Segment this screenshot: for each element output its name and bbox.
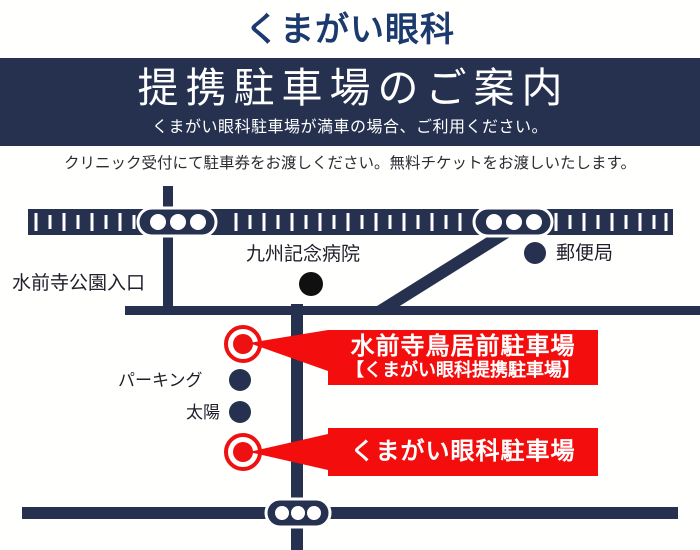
- callout-title-2: くまがい眼科駐車場: [350, 437, 576, 465]
- label-parking-taiyo-line1: パーキング: [118, 371, 203, 391]
- parking-target-marker-1: [224, 325, 262, 363]
- banner-subtitle: くまがい眼科駐車場が満車の場合、ご利用ください。: [151, 117, 548, 136]
- post-office-marker-dot: [524, 242, 546, 264]
- parking-target-marker-2: [224, 433, 262, 471]
- callout-subtitle-1: 【くまがい眼科提携駐車場】: [346, 360, 580, 381]
- label-kyushu-memorial-hospital: 九州記念病院: [246, 243, 361, 265]
- traffic-signal-bottom: [264, 497, 332, 529]
- road-horizontal-bottom: [22, 507, 678, 519]
- road-horizontal-mid: [125, 306, 700, 315]
- banner-title: 提携駐車場のご案内: [137, 64, 570, 112]
- callout-title-1: 水前寺鳥居前駐車場: [350, 332, 576, 360]
- parking-marker-dot-2: [229, 401, 251, 423]
- parking-marker-dot-1: [229, 369, 251, 391]
- road-vertical-left: [163, 186, 173, 314]
- clinic-name-logo: くまがい眼科: [245, 10, 455, 50]
- map-area: 水前寺公園入口 九州記念病院 郵便局 パーキング 太陽: [0, 186, 700, 550]
- callout-box-kumagai-ganka[interactable]: くまがい眼科駐車場: [328, 428, 598, 476]
- callout-pointer-2: [249, 434, 328, 470]
- callout-pointer-1: [249, 330, 328, 371]
- label-parking-taiyo-line2: 太陽: [186, 403, 220, 423]
- label-post-office: 郵便局: [556, 242, 614, 264]
- label-suizenji-park-entrance: 水前寺公園入口: [12, 272, 146, 294]
- railway-ties: [34, 213, 668, 231]
- road-diagonal: [377, 224, 518, 314]
- map-graphics: [22, 186, 700, 550]
- callout-box-suizenji-torii-mae[interactable]: 水前寺鳥居前駐車場 【くまがい眼科提携駐車場】: [328, 330, 598, 385]
- notice-text: クリニック受付にて駐車券をお渡しください。無料チケットをお渡しいたします。: [64, 154, 636, 172]
- header-banner: 提携駐車場のご案内 くまがい眼科駐車場が満車の場合、ご利用ください。: [0, 58, 700, 146]
- tram-stop-post-office: [472, 206, 554, 238]
- hospital-marker-dot: [299, 272, 323, 296]
- tram-stop-suizenji: [136, 206, 218, 238]
- road-vertical-main: [291, 304, 303, 550]
- railway-line: [28, 209, 673, 235]
